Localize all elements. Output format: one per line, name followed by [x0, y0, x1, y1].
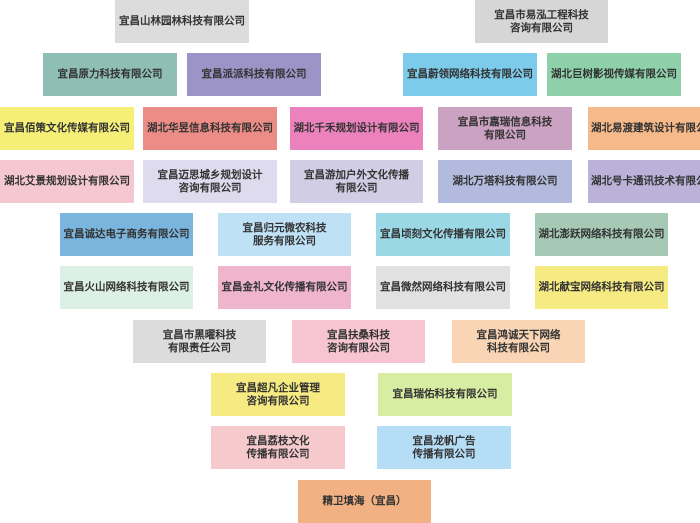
company-box: 宜昌蔚领网络科技有限公司	[403, 53, 537, 96]
company-box: 湖北华昱信息科技有限公司	[143, 107, 277, 150]
company-box: 湖北澎跃网络科技有限公司	[535, 213, 668, 256]
company-box: 湖北巨树影视传媒有限公司	[547, 53, 681, 96]
company-box: 宜昌市易泓工程科技 咨询有限公司	[475, 0, 608, 43]
company-box: 宜昌微然网络科技有限公司	[376, 266, 510, 309]
company-box: 宜昌金礼文化传播有限公司	[218, 266, 351, 309]
company-box: 湖北易渡建筑设计有限公司	[588, 107, 700, 150]
company-box: 宜昌迈思城乡规划设计 咨询有限公司	[143, 160, 277, 203]
company-box: 宜昌游加户外文化传播 有限公司	[290, 160, 423, 203]
company-box: 精卫填海（宜昌）	[298, 480, 431, 523]
company-box: 宜昌佰策文化传媒有限公司	[0, 107, 134, 150]
company-box: 湖北艾景规划设计有限公司	[0, 160, 134, 203]
company-box: 宜昌龙帆广告 传播有限公司	[377, 426, 511, 469]
company-box: 宜昌归元微农科技 服务有限公司	[218, 213, 351, 256]
company-box: 宜昌市黑曜科技 有限责任公司	[133, 320, 266, 363]
company-box: 宜昌荔枝文化 传播有限公司	[211, 426, 345, 469]
company-box: 宜昌瑞佑科技有限公司	[378, 373, 512, 416]
company-box: 宜昌山林园林科技有限公司	[115, 0, 249, 43]
company-box: 湖北号卡通讯技术有限公司	[588, 160, 700, 203]
company-box: 宜昌超凡企业管理 咨询有限公司	[211, 373, 345, 416]
company-box: 宜昌火山网络科技有限公司	[60, 266, 193, 309]
company-box: 宜昌顷刻文化传播有限公司	[376, 213, 510, 256]
company-box: 宜昌原力科技有限公司	[43, 53, 177, 96]
company-box: 宜昌扶桑科技 咨询有限公司	[292, 320, 425, 363]
company-box: 湖北万塔科技有限公司	[438, 160, 572, 203]
company-box: 宜昌鸿诚天下网络 科技有限公司	[452, 320, 585, 363]
company-box: 宜昌派派科技有限公司	[187, 53, 321, 96]
company-box: 宜昌市嘉瑞信息科技 有限公司	[438, 107, 572, 150]
company-box: 宜昌诚达电子商务有限公司	[60, 213, 193, 256]
company-box: 湖北千禾规划设计有限公司	[290, 107, 423, 150]
company-box: 湖北献宝网络科技有限公司	[535, 266, 668, 309]
